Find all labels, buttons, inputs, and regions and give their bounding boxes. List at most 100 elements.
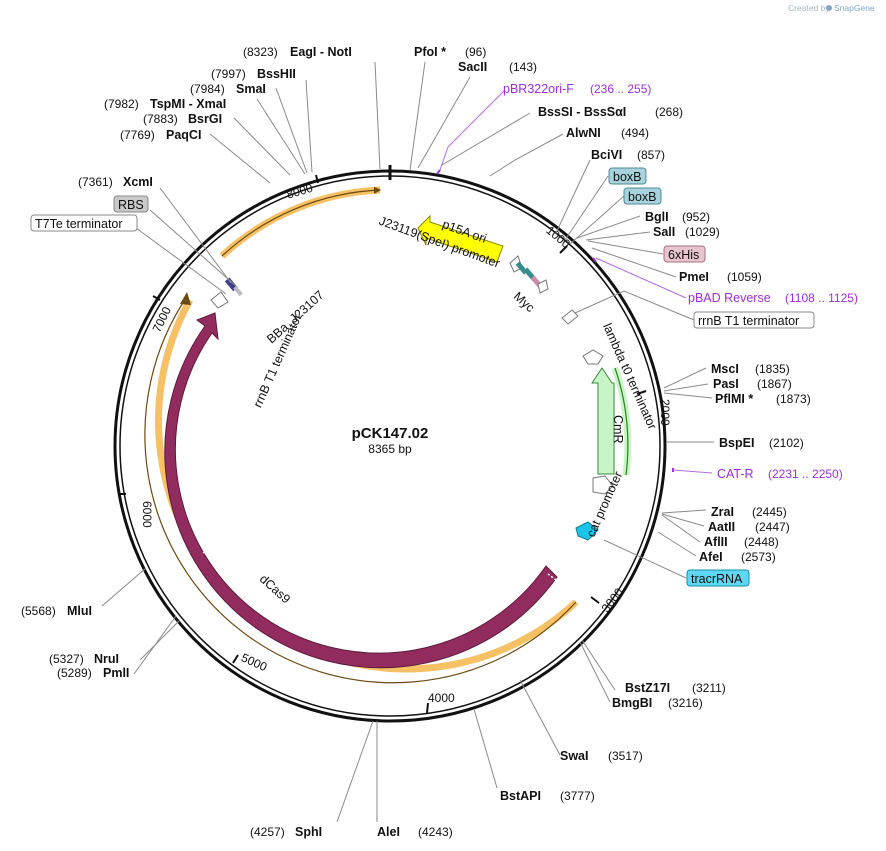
site-labels: (8323) EagI - NotI PfoI * (96) SacII (14… xyxy=(21,45,811,839)
site-name-bsrgi: BsrGI xyxy=(188,112,222,126)
site-pos-paqci: (7769) xyxy=(120,128,155,142)
site-pos-bcivi: (857) xyxy=(637,148,665,162)
site-pos-pflmi: (1873) xyxy=(776,392,811,406)
tick-5000-mark xyxy=(232,654,239,664)
p15a-ori-feature xyxy=(417,214,504,263)
site-name-paqci: PaqCI xyxy=(166,128,201,142)
site-name-sphi: SphI xyxy=(295,825,322,839)
primer-mark-pbr322 xyxy=(436,169,441,175)
plasmid-size: 8365 bp xyxy=(368,442,412,456)
site-pos-sacii: (143) xyxy=(509,60,537,74)
primer-name-pbad: pBAD Reverse xyxy=(688,291,771,305)
site-pos-bsshii: (7997) xyxy=(211,67,246,81)
leader-pbad xyxy=(595,257,687,299)
leader-pbr322 xyxy=(439,89,506,171)
primer-name-catr: CAT-R xyxy=(717,467,754,481)
orf-arc-big-arrow-icon xyxy=(180,292,191,305)
cat-promoter-icon xyxy=(592,475,614,495)
leader-afei xyxy=(657,531,697,557)
leader-rrnb xyxy=(574,290,695,321)
orf-arc-top-line xyxy=(221,186,382,257)
leader-swai xyxy=(519,679,561,756)
site-pos-aflii: (2448) xyxy=(744,535,779,549)
rrnb-terminator-icon xyxy=(561,309,579,325)
leader-tspmi xyxy=(256,98,306,175)
leader-t7te xyxy=(135,227,227,295)
site-name-msci: MscI xyxy=(711,362,739,376)
primer-pos-pbad: (1108 .. 1125) xyxy=(785,291,858,305)
site-pos-alwni: (494) xyxy=(621,126,649,140)
leader-bmgbi xyxy=(579,641,611,703)
credit-brand: SnapGene xyxy=(834,3,875,13)
tick-1000-mark xyxy=(559,245,568,254)
site-pos-pfoi: (96) xyxy=(465,45,486,59)
box-rbs xyxy=(113,195,149,213)
snapgene-logo-icon xyxy=(826,5,832,11)
site-name-alei: AleI xyxy=(377,825,400,839)
cmr-feature xyxy=(591,367,615,475)
leader-xcmi xyxy=(159,187,232,284)
site-pos-xcmi: (7361) xyxy=(78,175,113,189)
primer-mark-pbad xyxy=(592,257,597,263)
box-6xhis xyxy=(663,245,706,263)
t7te-icon xyxy=(233,285,243,297)
site-name-pmei: PmeI xyxy=(679,270,709,284)
tick-4000-mark xyxy=(426,702,429,714)
leader-aflii xyxy=(661,514,701,543)
box-tracrrna xyxy=(686,569,750,587)
orf-arc-cmr-line xyxy=(614,367,629,476)
orf-arc-top xyxy=(219,186,381,259)
site-name-bstapi: BstAPI xyxy=(500,789,541,803)
myc-label: Myc xyxy=(511,289,537,315)
orf-arc-big-line xyxy=(144,297,577,684)
site-name-pmli: PmlI xyxy=(103,666,129,680)
site-pos-swai: (3517) xyxy=(608,749,643,763)
leader-bgli xyxy=(576,215,641,239)
leader-bsshii xyxy=(305,79,313,173)
tick-7000-mark xyxy=(152,295,161,301)
leader-paqci xyxy=(209,133,271,184)
box-boxb-2-label: boxB xyxy=(628,190,657,204)
site-pos-bspei: (2102) xyxy=(769,436,804,450)
box-rrnb-label: rrnB T1 terminator xyxy=(698,314,799,328)
leader-eagi xyxy=(374,61,381,170)
site-name-pasi: PasI xyxy=(713,377,739,391)
site-pos-mlui: (5568) xyxy=(21,604,56,618)
leader-pflmi xyxy=(663,392,713,399)
leader-mlui xyxy=(101,567,147,607)
box-6xhis-label: 6xHis xyxy=(668,248,699,262)
site-pos-zrai: (2445) xyxy=(752,505,787,519)
tick-8000: 8000 xyxy=(285,181,315,202)
leader-msci xyxy=(663,367,707,389)
leader-bsrgi xyxy=(233,117,291,176)
site-name-bspei: BspEI xyxy=(719,436,754,450)
site-name-bsssi: BssSI - BssSαI xyxy=(538,105,626,119)
site-name-alwni: AlwNI xyxy=(566,126,601,140)
site-pos-smai: (7984) xyxy=(190,82,225,96)
tick-3000: 3000 xyxy=(599,585,627,615)
site-name-nrui: NruI xyxy=(94,652,119,666)
site-name-bstz17i: BstZ17I xyxy=(625,681,670,695)
dcas9-break-mark xyxy=(202,545,215,554)
box-rrnb xyxy=(693,311,815,329)
site-name-pflmi: PflMI * xyxy=(715,392,753,406)
credit-prefix: Created by xyxy=(788,3,830,13)
plasmid-name: pCK147.02 xyxy=(352,425,429,442)
primer-name-pbr322: pBR322ori-F xyxy=(503,82,574,96)
leader-6xhis xyxy=(587,240,664,255)
site-pos-alei: (4243) xyxy=(418,825,453,839)
site-name-bcivi: BciVI xyxy=(591,148,622,162)
dcas9-label: dCas9 xyxy=(257,572,293,607)
site-name-tspmi: TspMI - XmaI xyxy=(150,97,226,111)
box-tracrrna-label: tracrRNA xyxy=(691,572,743,586)
primer-labels: pBR322ori-F (236 .. 255) pBAD Reverse (1… xyxy=(503,82,858,481)
box-boxb-1 xyxy=(608,167,647,185)
dcas9-feature xyxy=(164,312,558,669)
leader-bsssi xyxy=(441,112,531,166)
leader-zrai xyxy=(661,509,707,514)
leader-lines xyxy=(101,61,714,823)
site-name-eagi: EagI - NotI xyxy=(290,45,352,59)
tick-8000-mark xyxy=(315,174,319,184)
leader-sacii xyxy=(417,76,471,169)
